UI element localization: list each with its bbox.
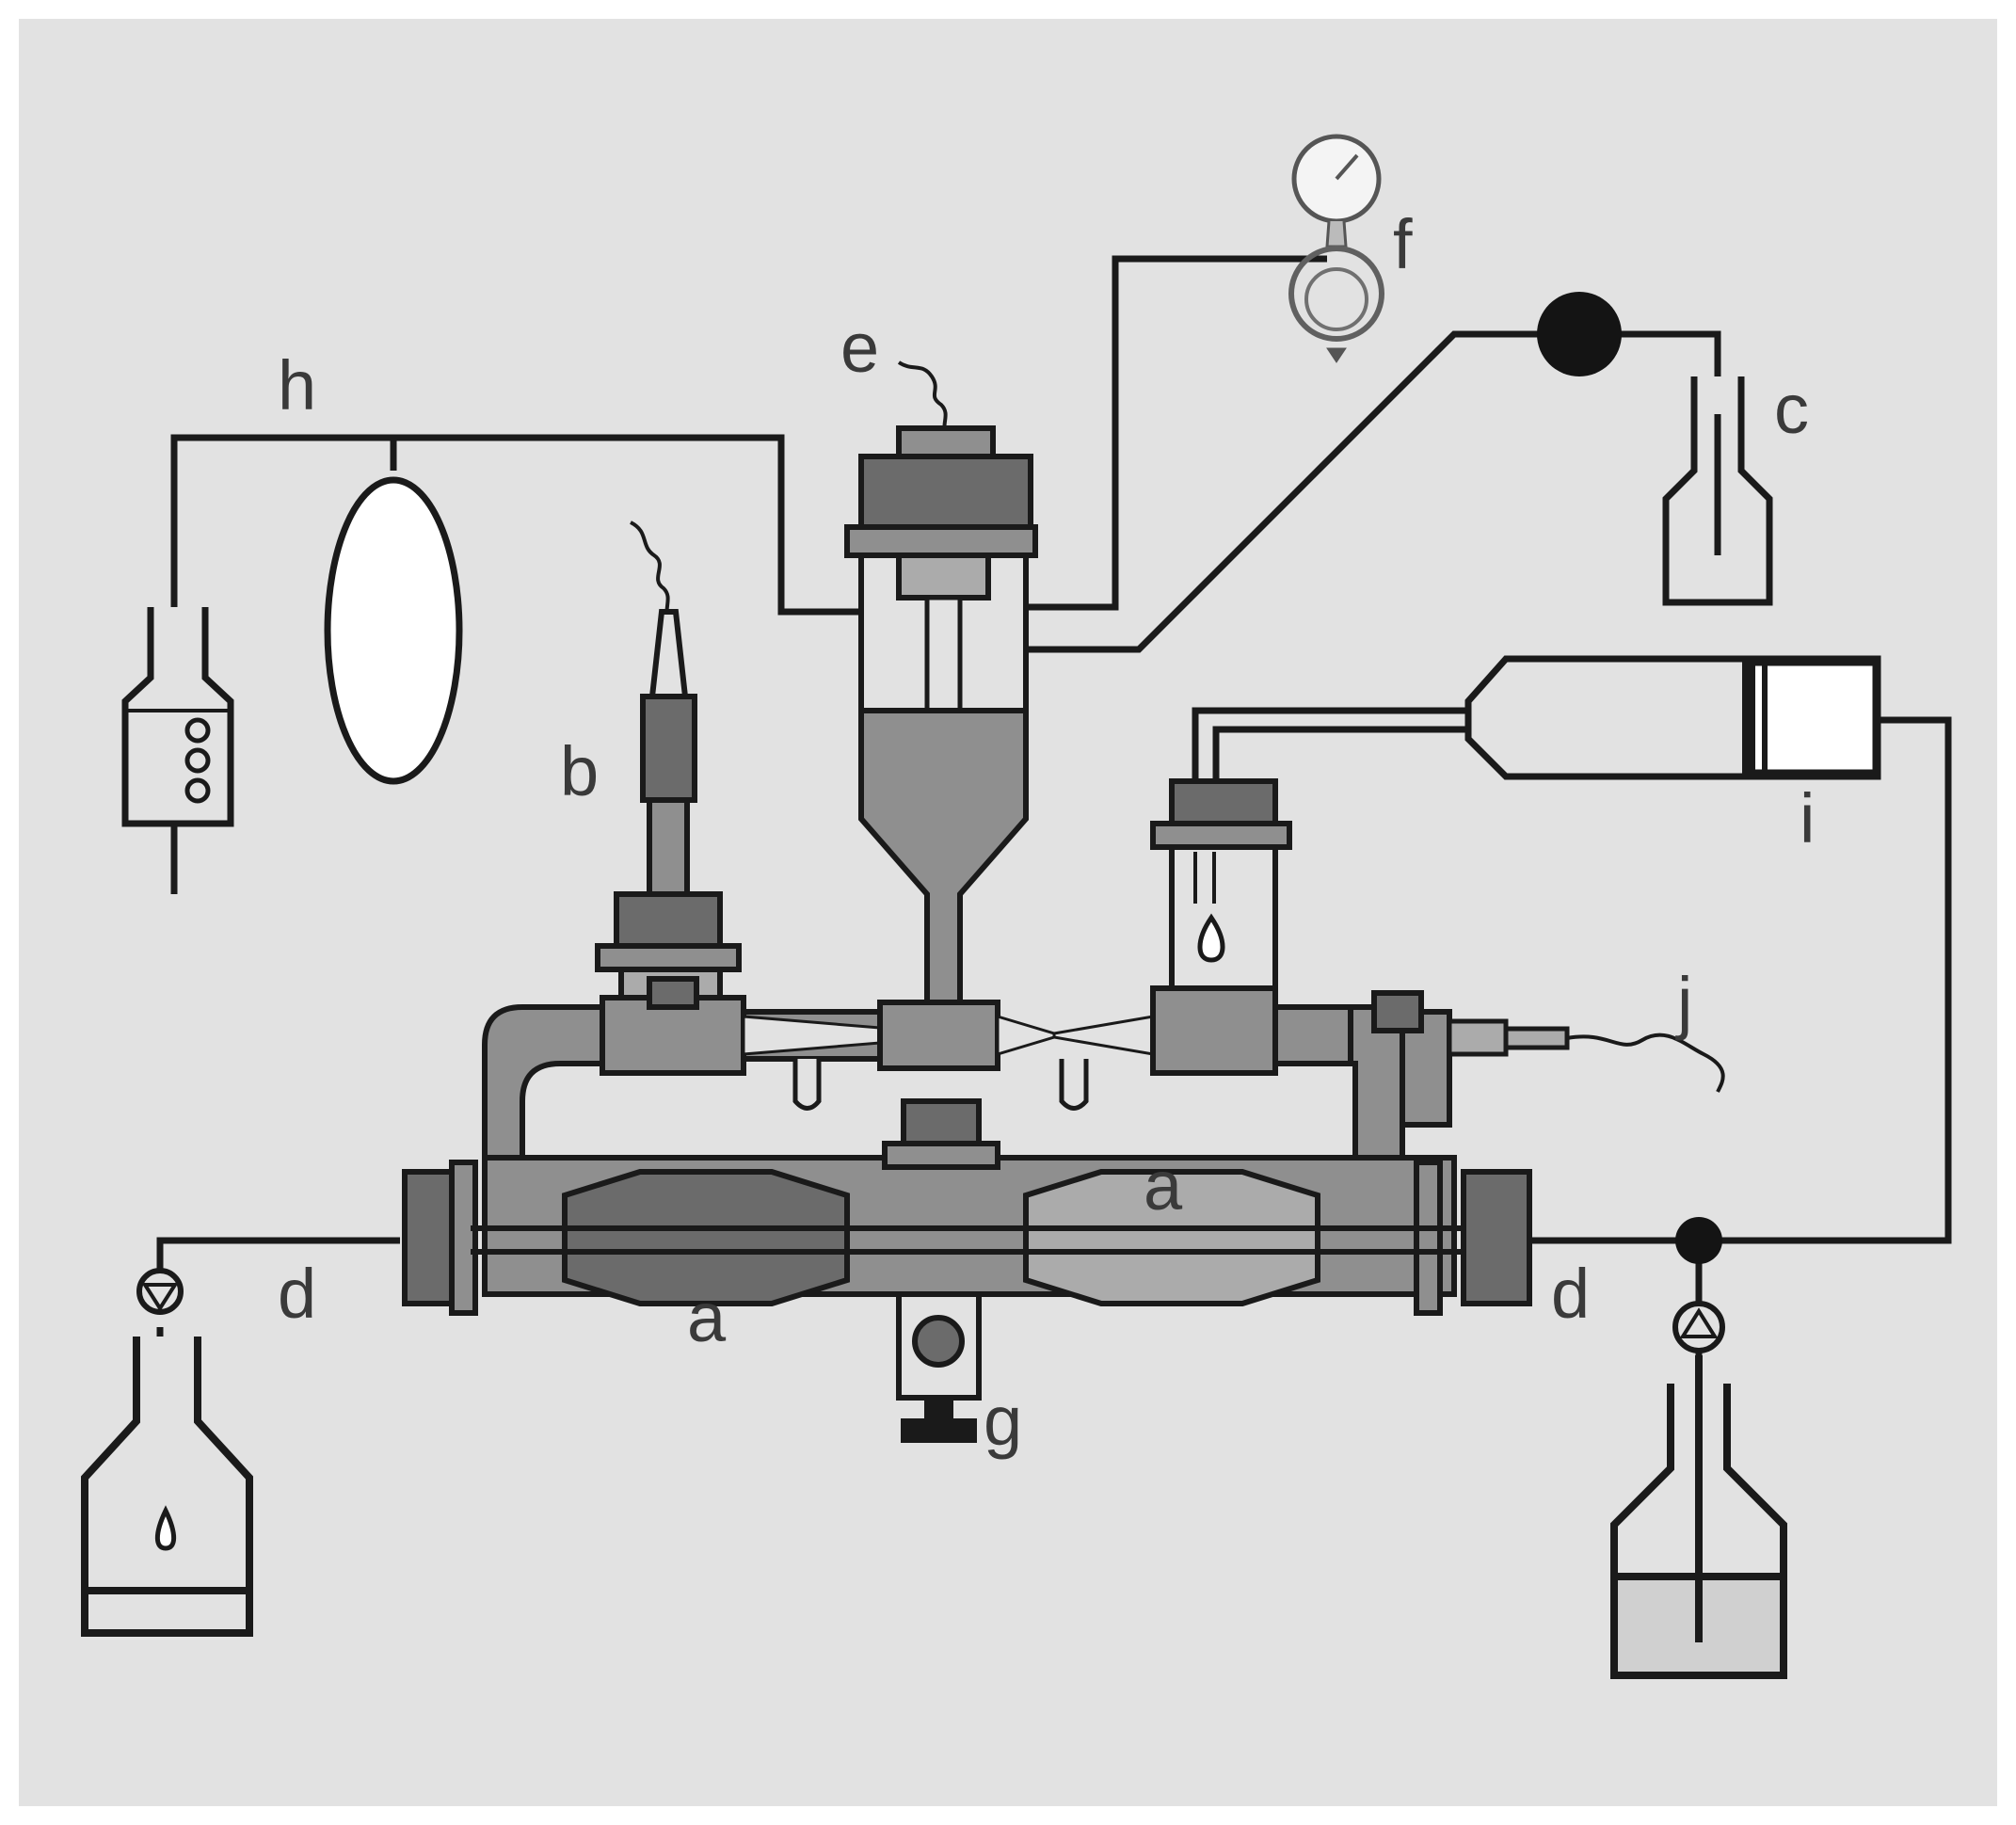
j-wire: [1566, 1033, 1725, 1093]
label-i: i: [1800, 779, 1815, 857]
line-c: [1007, 330, 1539, 653]
label-a-top: a: [1144, 1146, 1183, 1225]
valve-g: [882, 1098, 1000, 1443]
label-a-bottom: a: [687, 1278, 727, 1356]
label-d-left: d: [278, 1255, 316, 1333]
reactor-column-e: [844, 360, 1038, 1010]
syringe-i: [1464, 655, 1881, 780]
line-f: [1007, 255, 1327, 611]
label-f: f: [1393, 205, 1413, 283]
membrane-a-right: [1023, 1169, 1320, 1306]
upper-manifold: [482, 976, 1452, 1161]
label-b: b: [560, 732, 599, 810]
bottle-c: [1662, 376, 1773, 606]
line-i-tube-1: [1192, 707, 1515, 781]
pump-ball-c: [1537, 292, 1622, 376]
label-j: j: [1675, 963, 1692, 1041]
line-i-return: [1699, 716, 1952, 1244]
sensor-fitting: [1150, 778, 1292, 991]
label-c: c: [1774, 370, 1809, 448]
line-h: [170, 434, 861, 894]
label-g: g: [984, 1382, 1022, 1460]
flow-cell: [402, 1155, 1532, 1316]
gauge-stem: [1325, 220, 1348, 248]
junction-d-right: [1675, 1217, 1722, 1264]
label-e: e: [840, 309, 879, 387]
line-i-tube-2: [1212, 726, 1506, 781]
bottle-h: [121, 607, 234, 827]
membrane-a-left: [562, 1169, 850, 1306]
b-wire: [629, 520, 670, 622]
e-wire: [897, 360, 948, 434]
pump-d-right: [1672, 1301, 1725, 1353]
label-h: h: [278, 346, 316, 424]
gauge-ring-inner: [1304, 267, 1368, 331]
gauge-foot: [1326, 347, 1347, 363]
pressure-gauge-f: [1288, 134, 1384, 363]
reservoir-left: [81, 1337, 253, 1637]
gauge-needle: [1335, 153, 1359, 181]
gas-bag: [324, 476, 463, 785]
reservoir-right: [1610, 1355, 1787, 1679]
label-d-right: d: [1551, 1255, 1590, 1333]
pump-d-left: [136, 1268, 184, 1315]
probe-j: [1447, 1018, 1725, 1093]
gauge-ring-outer: [1288, 246, 1384, 342]
